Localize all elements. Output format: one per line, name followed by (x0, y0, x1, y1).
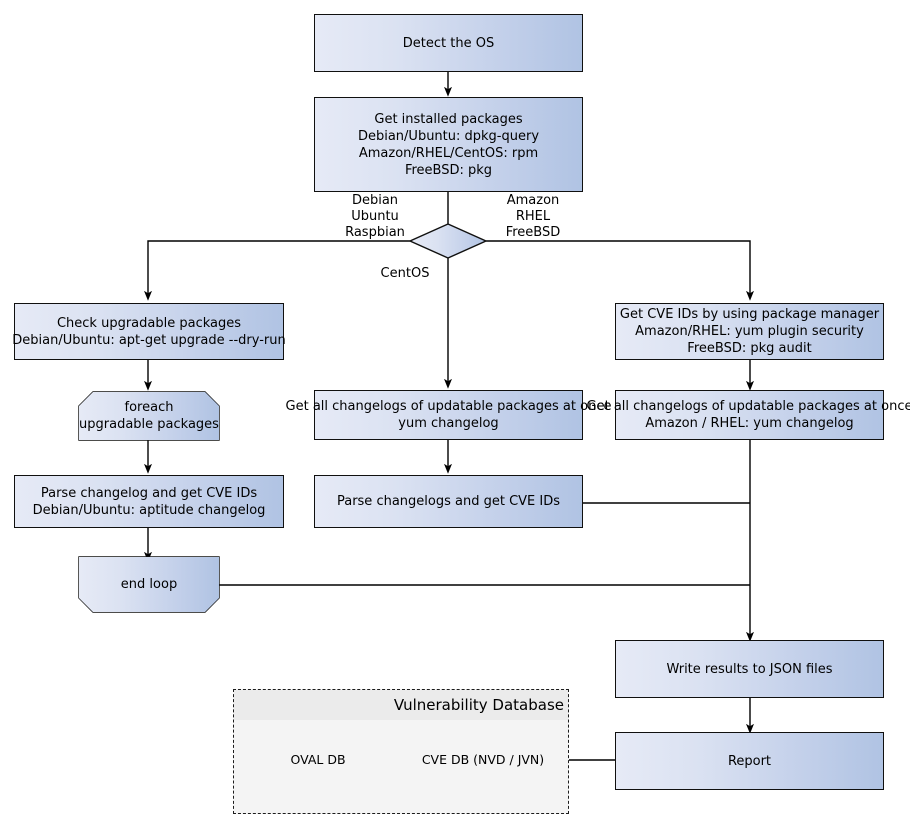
node-foreach-upgradable-packages[interactable]: foreach upgradable packages (79, 392, 219, 440)
node-label-line-1: Get all changelogs of updatable packages… (586, 399, 910, 414)
edge-label-left-line-3: Raspbian (345, 225, 405, 240)
node-check-upgradable-packages[interactable]: Check upgradable packages Debian/Ubuntu:… (12, 303, 286, 360)
node-parse-changelog-debian[interactable]: Parse changelog and get CVE IDs Debian/U… (14, 475, 284, 528)
node-label-line-4: FreeBSD: pkg (404, 162, 493, 178)
node-get-installed-packages[interactable]: Get installed packages Debian/Ubuntu: dp… (314, 97, 583, 192)
node-label-line-1: Get CVE IDs by using package manager (619, 307, 880, 322)
node-label-line-2: Debian/Ubuntu: dpkg-query (357, 128, 540, 144)
edge-label-right-line-3: FreeBSD (505, 225, 561, 240)
node-get-all-changelogs-rhel[interactable]: Get all changelogs of updatable packages… (587, 390, 910, 440)
node-parse-changelogs-centos[interactable]: Parse changelogs and get CVE IDs (314, 475, 583, 528)
node-get-cve-ids-package-manager[interactable]: Get CVE IDs by using package manager Ama… (615, 303, 884, 360)
node-label-line-2: Amazon/RHEL: yum plugin security (635, 324, 864, 339)
node-label: end loop (120, 577, 178, 592)
node-label-line-2: Amazon / RHEL: yum changelog (645, 416, 854, 431)
node-detect-the-os[interactable]: Detect the OS (314, 14, 583, 72)
node-label-line-1: Get installed packages (374, 111, 523, 127)
edge-label-down-branch: CentOS (380, 266, 430, 281)
node-label-line-2: yum changelog (398, 416, 499, 431)
node-label-line-2: Debian/Ubuntu: aptitude changelog (32, 502, 266, 518)
node-label-line-1: Parse changelog and get CVE IDs (40, 485, 258, 501)
edge-label-right-branch: Amazon RHEL FreeBSD (488, 193, 578, 241)
node-label-line-1: Check upgradable packages (56, 315, 242, 331)
group-vulnerability-database: Vulnerability Database (233, 689, 569, 814)
edge-label-left-line-1: Debian (351, 193, 399, 208)
node-label-line-2: upgradable packages (79, 417, 219, 432)
edge-label-left-line-2: Ubuntu (351, 209, 399, 224)
node-label-line-3: Amazon/RHEL/CentOS: rpm (358, 145, 539, 161)
node-label: Parse changelogs and get CVE IDs (336, 494, 561, 509)
node-end-loop[interactable]: end loop (79, 557, 219, 612)
node-label-line-3: FreeBSD: pkg audit (687, 341, 812, 356)
edge-label-right-line-2: RHEL (515, 209, 551, 224)
node-report[interactable]: Report (615, 732, 884, 790)
group-title: Vulnerability Database (234, 690, 568, 720)
node-get-all-changelogs-centos[interactable]: Get all changelogs of updatable packages… (286, 390, 611, 440)
edge-label-left-branch: Debian Ubuntu Raspbian (330, 193, 420, 241)
node-label: Write results to JSON files (666, 661, 833, 677)
node-write-results-to-json[interactable]: Write results to JSON files (615, 640, 884, 698)
edge-decision-right (486, 240, 754, 301)
edge-label-right-line-1: Amazon (506, 193, 560, 208)
node-label: Detect the OS (402, 35, 495, 51)
decision-diamond (408, 223, 488, 259)
node-label-line-2: Debian/Ubuntu: apt-get upgrade --dry-run (12, 332, 286, 348)
node-label: Report (727, 753, 772, 769)
node-label-line-1: Get all changelogs of updatable packages… (285, 399, 612, 414)
node-label-line-1: foreach (124, 400, 174, 415)
